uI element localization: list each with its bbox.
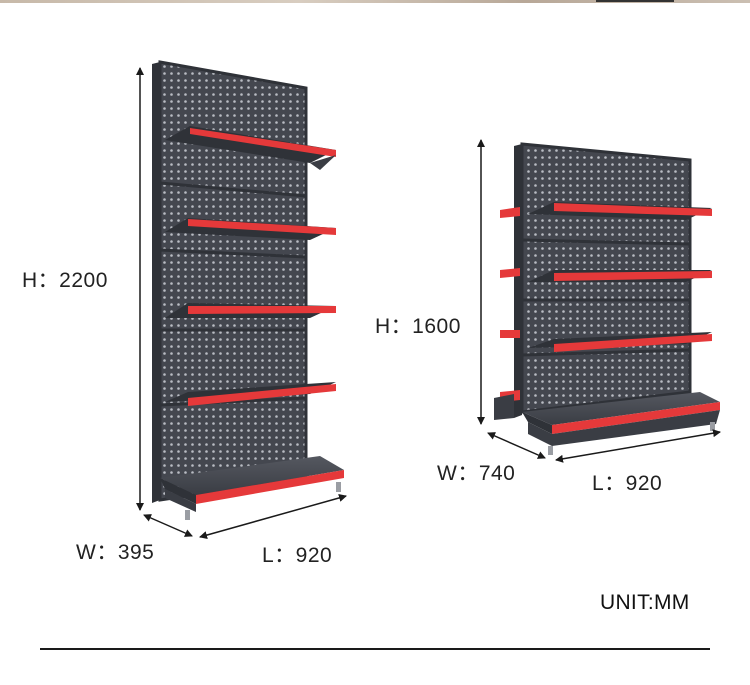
short-height-label: H：1600	[375, 315, 461, 338]
top-decorative-strip	[0, 0, 750, 3]
tall-shelf-level	[165, 126, 336, 170]
top-decorative-mark	[596, 0, 674, 2]
short-rear-base	[494, 394, 514, 420]
tall-divider	[159, 248, 307, 259]
tall-width-label: W：395	[76, 541, 155, 564]
short-rear-shelf-edge	[500, 268, 520, 278]
short-shelf-level	[528, 202, 712, 220]
bottom-divider	[40, 648, 710, 650]
short-divider	[521, 238, 691, 246]
short-rear-shelf-edge	[500, 330, 520, 338]
short-divider	[521, 348, 691, 357]
tall-divider	[159, 181, 307, 198]
tall-shelf-level	[165, 218, 336, 240]
tall-length-dimension-line	[199, 494, 347, 539]
tall-shelf-unit	[152, 60, 344, 520]
short-shelf-level	[528, 332, 712, 352]
tall-divider	[159, 396, 307, 407]
tall-shelf-level	[165, 303, 336, 318]
short-width-dimension-line	[487, 432, 546, 459]
short-width-label: W：740	[437, 462, 516, 485]
short-shelf-level	[528, 270, 712, 282]
tall-height-label: H：2200	[22, 269, 108, 292]
short-length-dimension-line	[555, 429, 721, 463]
short-length-label: L：920	[592, 472, 663, 495]
tall-shelf-level	[165, 382, 336, 406]
short-rear-shelf-edge	[500, 207, 520, 218]
tall-shelf-upright	[152, 62, 160, 503]
short-shelf-unit	[494, 142, 720, 455]
tall-shelf-pegboard	[158, 60, 308, 502]
unit-label: UNIT:MM	[600, 591, 690, 614]
tall-length-label: L：920	[262, 544, 333, 567]
tall-width-dimension-line	[143, 514, 193, 537]
